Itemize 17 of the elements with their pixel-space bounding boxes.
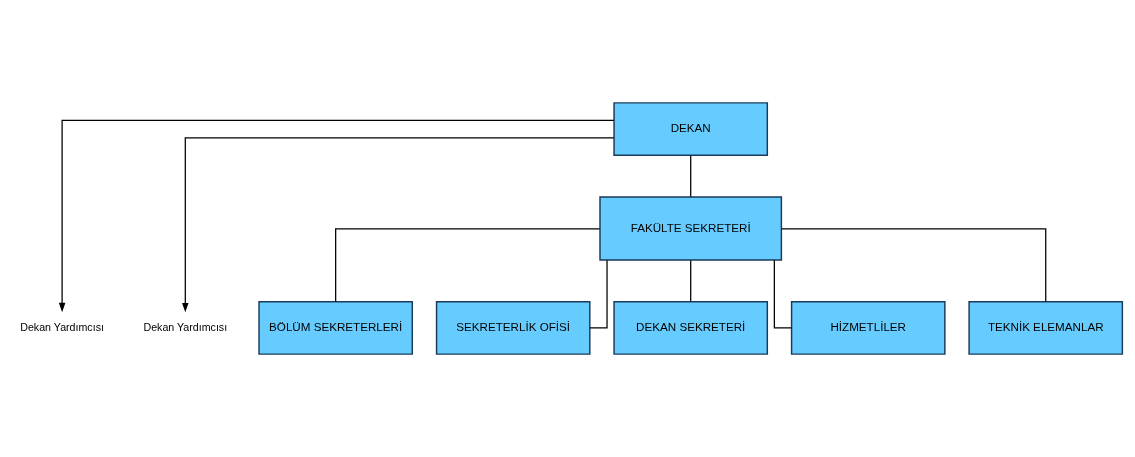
node-box: DEKAN SEKRETERİ [613,301,769,355]
node-box: BÖLÜM SEKRETERLERİ [258,301,414,355]
node-box: HİZMETLİLER [790,301,946,355]
node-text: Dekan Yardımcısı [20,320,104,333]
connector [773,259,793,329]
node-box: FAKÜLTE SEKRETERİ [599,196,783,261]
node-box: DEKAN [613,102,769,156]
connector [335,228,601,303]
connector [589,259,608,329]
connector [690,154,692,198]
connector [690,259,692,303]
arrow [182,137,615,313]
arrow [58,119,615,313]
connector [781,228,1047,303]
node-text: Dekan Yardımcısı [143,320,228,333]
node-box: SEKRETERLİK OFİSİ [435,301,591,355]
node-box: TEKNİK ELEMANLAR [968,301,1124,355]
